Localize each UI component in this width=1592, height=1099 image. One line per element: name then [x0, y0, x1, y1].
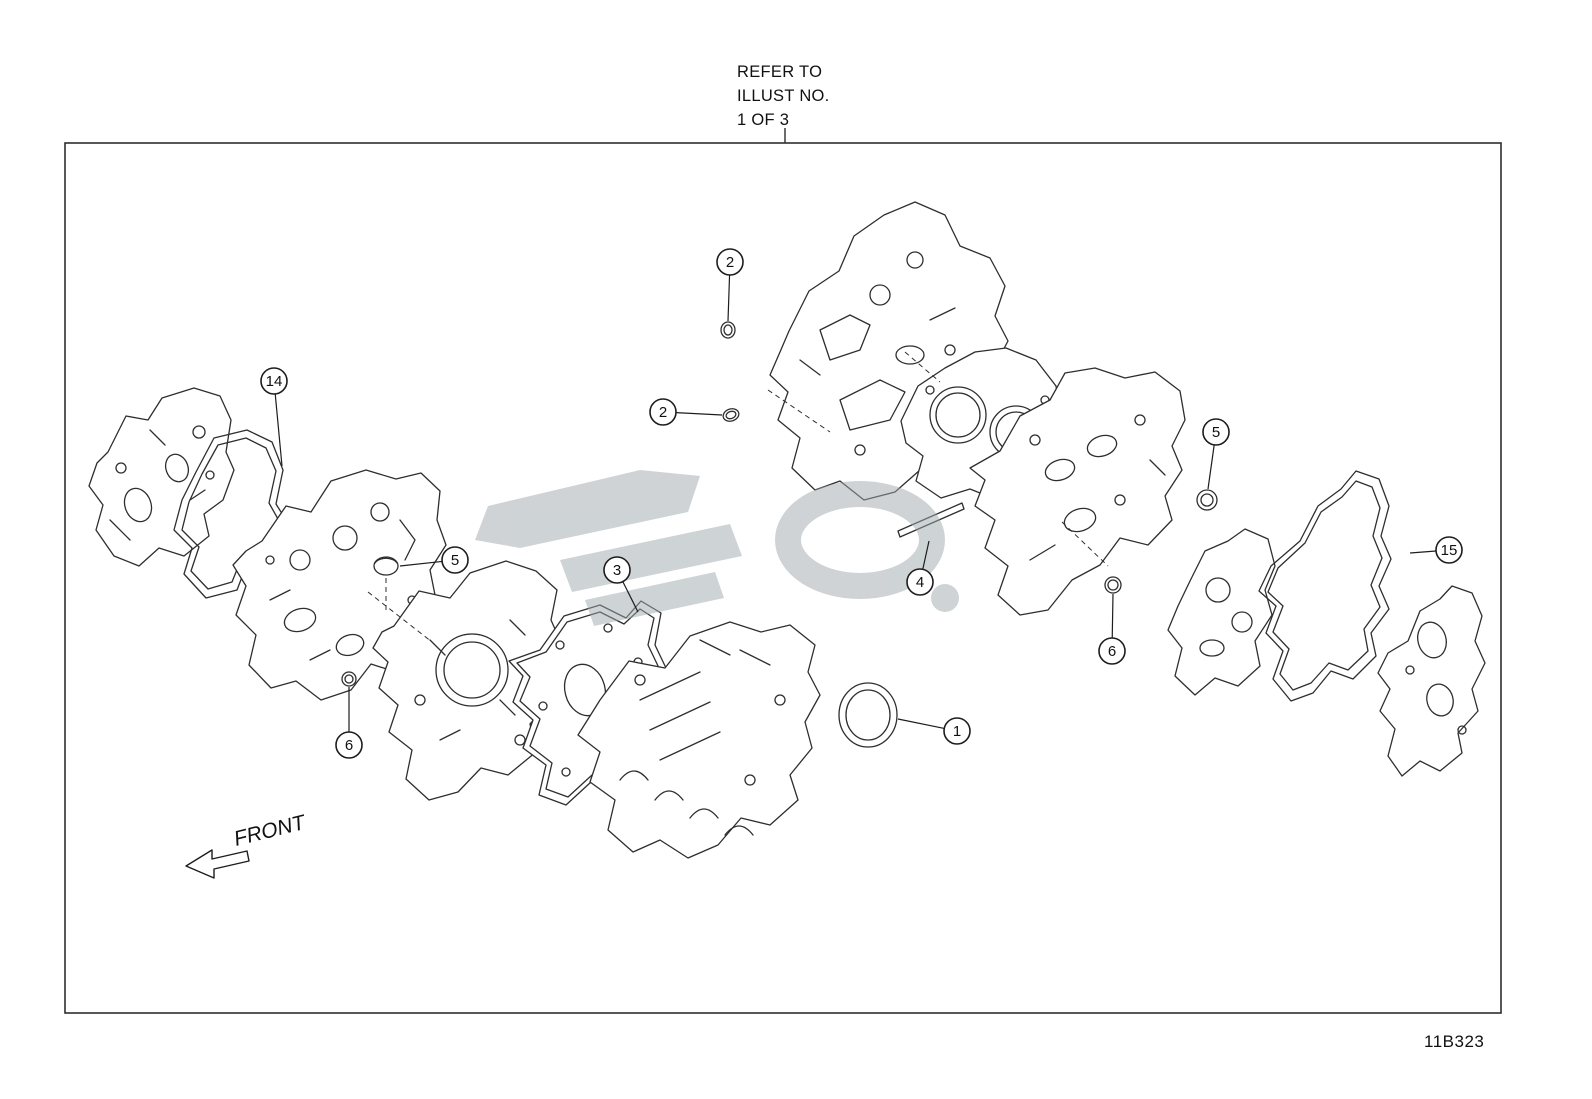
callout-leader-line — [1409, 550, 1437, 554]
part-gasket-15 — [1258, 470, 1392, 702]
callout-circle — [603, 556, 631, 584]
callout-circle — [441, 546, 469, 574]
callout-5: 5 — [399, 546, 469, 574]
engine-parts-group — [88, 201, 1486, 859]
callout-leader-line — [675, 412, 723, 416]
part-cam-carrier-right — [1167, 528, 1276, 696]
callout-number: 15 — [1441, 542, 1458, 559]
refer-note-line: ILLUST NO. — [737, 87, 830, 105]
part-seal-1 — [838, 682, 898, 748]
callout-leader-line — [399, 560, 443, 567]
callout-5: 5 — [1202, 418, 1230, 490]
diagram-border — [64, 142, 1502, 1014]
callout-leader-line — [897, 718, 945, 729]
assembly-dashed-lines — [367, 351, 1109, 643]
callout-leader-line — [727, 274, 731, 322]
part-cylinder-head-right — [969, 367, 1186, 616]
callout-15: 15 — [1409, 536, 1463, 564]
front-indicator: FRONT — [185, 811, 310, 879]
callout-circle — [906, 568, 934, 596]
callout-2: 2 — [716, 248, 744, 322]
callout-number: 5 — [1212, 424, 1220, 441]
part-valve-cover-right — [1377, 585, 1486, 777]
part-chain-cover-left — [88, 387, 235, 567]
callout-circle — [1202, 418, 1230, 446]
callout-14: 14 — [260, 367, 288, 467]
refer-note-line: 1 OF 3 — [737, 111, 790, 129]
callout-6: 6 — [1098, 593, 1126, 665]
part-plug-5-left — [373, 556, 399, 576]
callout-leader-line — [1111, 593, 1114, 639]
callout-circle — [1098, 637, 1126, 665]
callout-number: 5 — [451, 552, 459, 569]
front-arrow-icon — [185, 849, 250, 879]
callout-number: 6 — [1108, 643, 1116, 660]
callout-leader-line — [274, 393, 283, 467]
callout-3: 3 — [603, 556, 639, 613]
part-cylinder-block-left — [372, 560, 563, 801]
callout-number: 4 — [916, 574, 924, 591]
callout-2: 2 — [649, 398, 723, 426]
callout-6: 6 — [335, 687, 363, 759]
refer-note-line: REFER TO — [737, 63, 823, 81]
part-seal-5-right — [1196, 489, 1218, 511]
callouts-group: 2 2 14 5 3 4 5 6 6 1 15 — [260, 248, 1463, 759]
refer-note: REFER TO ILLUST NO. 1 OF 3 — [737, 60, 830, 132]
callout-circle — [1435, 536, 1463, 564]
callout-number: 14 — [266, 373, 283, 390]
callout-circle — [943, 717, 971, 745]
part-crankcase-right — [577, 621, 821, 859]
callout-leader-line — [622, 581, 639, 613]
callout-leader-line — [922, 540, 930, 570]
callout-leader-line — [1207, 444, 1215, 490]
part-ring-2-upper — [720, 321, 736, 339]
callout-circle — [649, 398, 677, 426]
callout-circle — [335, 731, 363, 759]
callout-number: 2 — [726, 254, 734, 271]
part-oring-6-left — [341, 671, 357, 687]
callout-circle — [260, 367, 288, 395]
callout-number: 6 — [345, 737, 353, 754]
front-label: FRONT — [232, 811, 310, 851]
callout-number: 1 — [953, 723, 961, 740]
callout-number: 3 — [613, 562, 621, 579]
callout-4: 4 — [906, 540, 934, 596]
callout-circle — [716, 248, 744, 276]
callout-1: 1 — [897, 717, 971, 745]
part-ring-2-lower — [722, 408, 740, 422]
diagram-code: 11B323 — [1424, 1032, 1485, 1051]
part-oring-6-right — [1104, 576, 1122, 594]
callout-number: 2 — [659, 404, 667, 421]
